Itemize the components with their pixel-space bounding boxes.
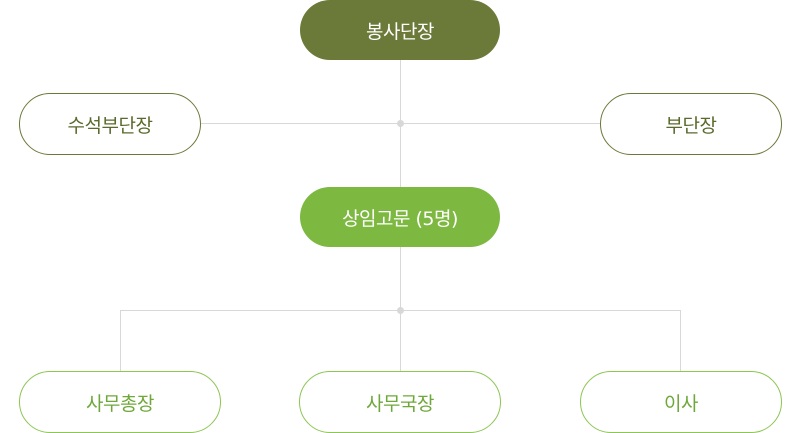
- node-advisors-label: 상임고문 (5명): [342, 207, 458, 230]
- junction-dot-lower: [397, 307, 404, 314]
- node-secretariat-director: 사무국장: [299, 371, 501, 433]
- connector-to-secretary-general: [120, 310, 121, 373]
- node-vice: 부단장: [600, 93, 782, 155]
- node-head: 봉사단장: [300, 0, 500, 60]
- node-senior-vice: 수석부단장: [19, 93, 201, 155]
- node-director-label: 이사: [664, 392, 698, 415]
- node-secretariat-director-label: 사무국장: [366, 392, 434, 415]
- node-senior-vice-label: 수석부단장: [67, 114, 153, 137]
- node-head-label: 봉사단장: [366, 20, 434, 43]
- node-director: 이사: [580, 371, 782, 433]
- junction-dot-upper: [397, 120, 404, 127]
- node-vice-label: 부단장: [665, 114, 717, 137]
- node-advisors: 상임고문 (5명): [300, 187, 500, 247]
- node-secretary-general-label: 사무총장: [86, 392, 154, 415]
- connector-to-director: [680, 310, 681, 373]
- node-secretary-general: 사무총장: [19, 371, 221, 433]
